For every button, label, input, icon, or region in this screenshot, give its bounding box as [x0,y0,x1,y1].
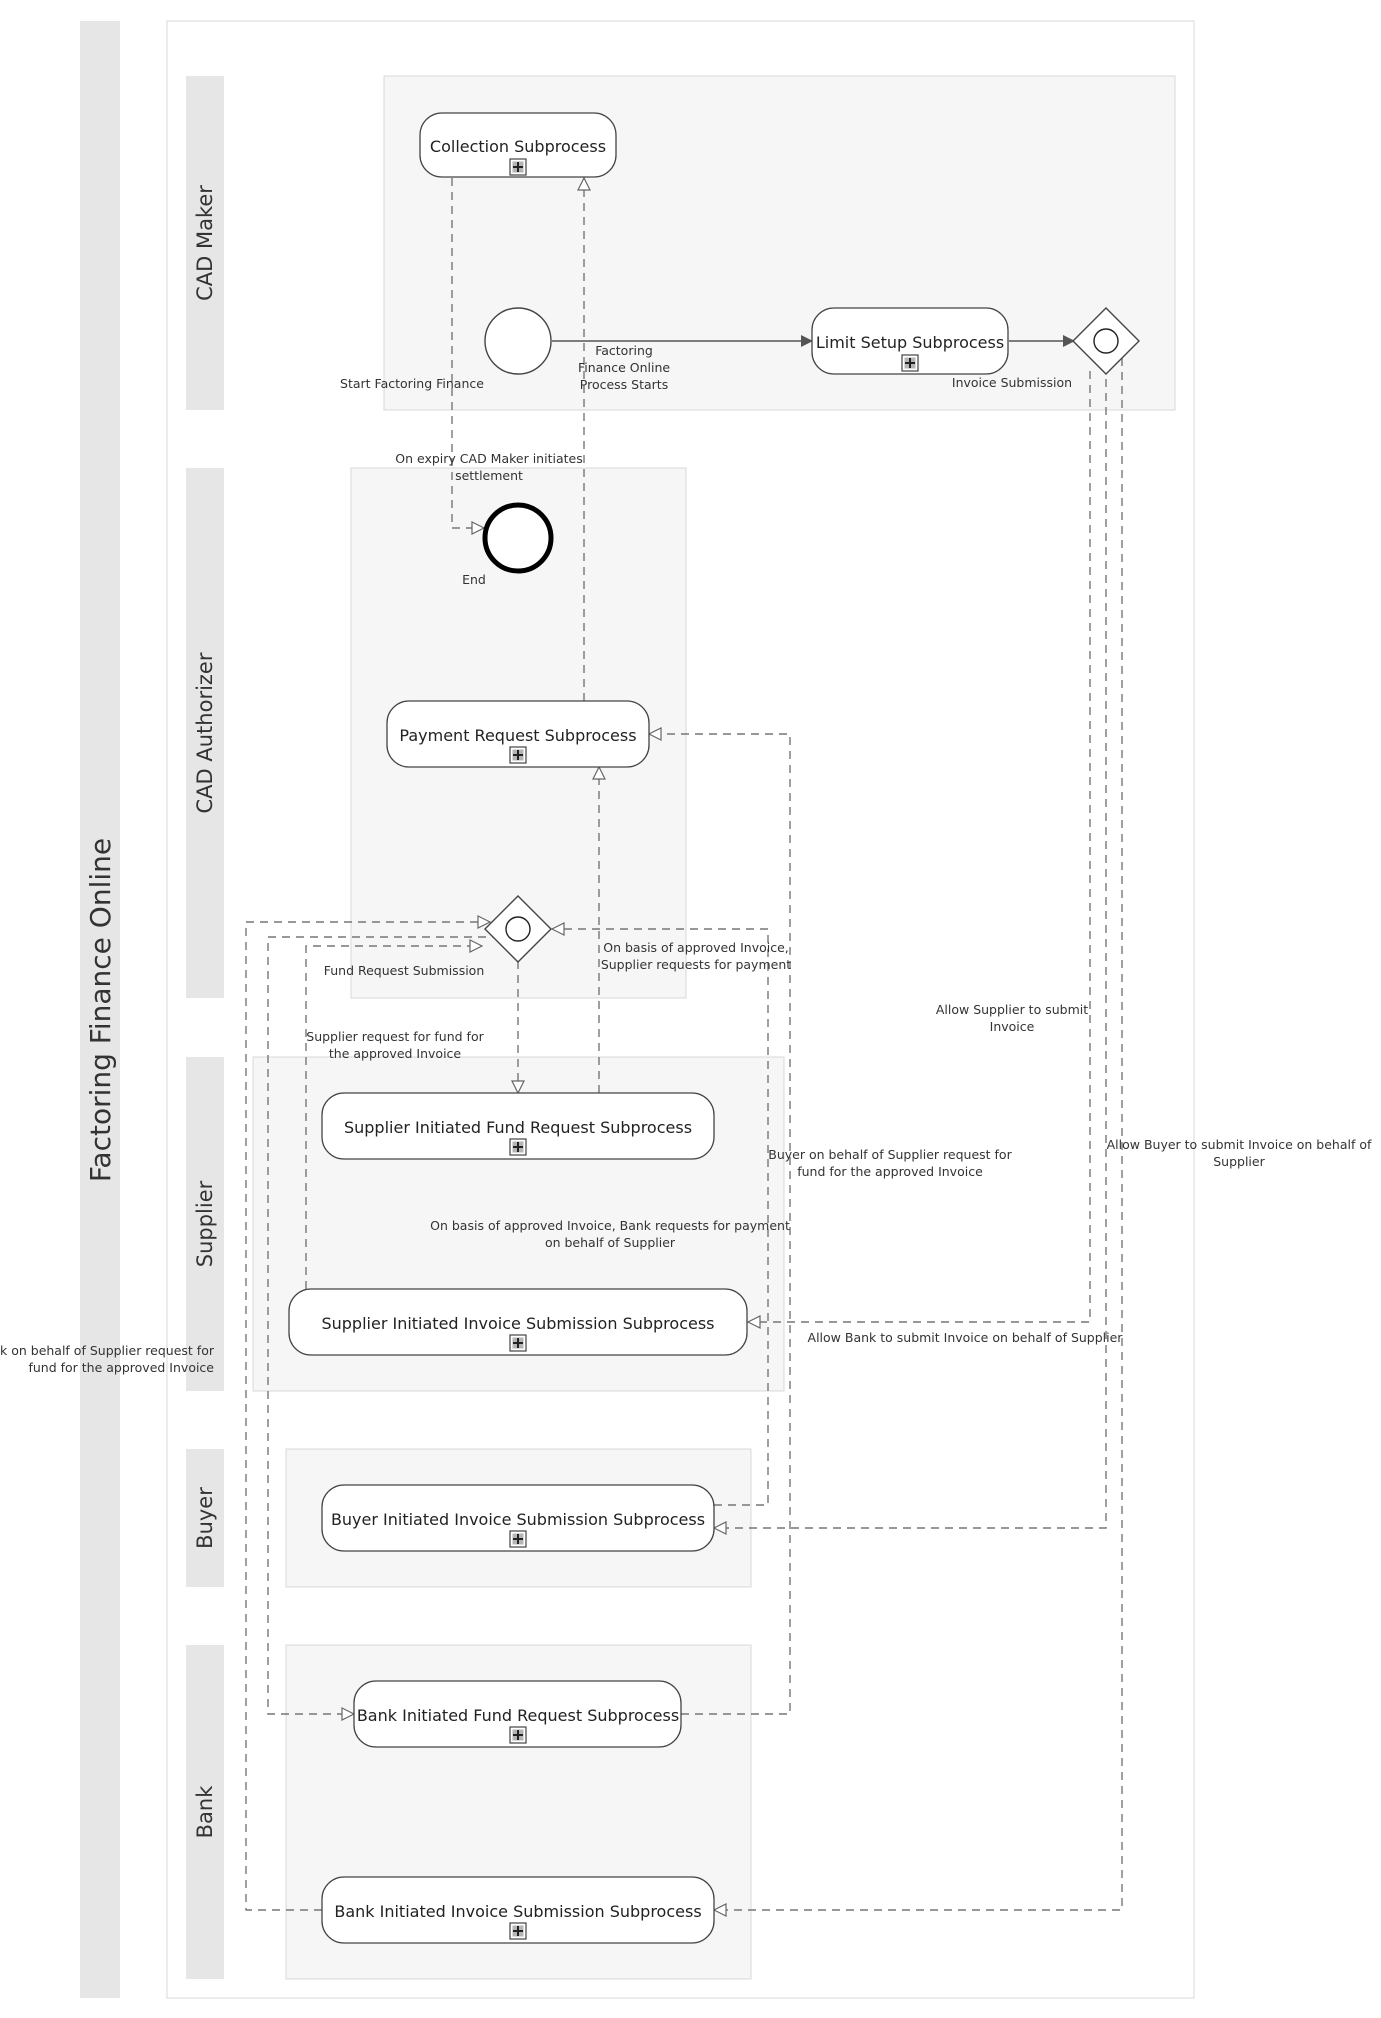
task-label: Buyer Initiated Invoice Submission Subpr… [331,1510,705,1529]
pool-label: Factoring Finance Online [84,838,117,1182]
task-collection-subprocess[interactable]: Collection Subprocess [419,112,617,178]
annotation-buyer-fund: Buyer on behalf of Supplier request for … [768,1147,1012,1179]
gateway-fund-request-submission[interactable] [484,895,552,963]
flow-gateway-to-supplier-invoice [748,371,1091,1322]
collapsed-subprocess-icon [509,1138,527,1156]
pool-header [80,21,120,1998]
task-label: Collection Subprocess [430,137,606,156]
pool-frame [166,20,1195,1999]
lane-label-bank: Bank [193,1785,217,1839]
flow-supplier-invoice-to-fund-gateway [305,946,482,1289]
lane-label-cad-maker: CAD Maker [193,185,217,301]
annotation-allow-supplier: Allow Supplier to submit Invoice [936,1002,1088,1034]
lane-label-supplier: Supplier [193,1180,217,1267]
flow-gateway-to-buyer-invoice [714,365,1107,1528]
flow-collection-to-end [451,178,484,528]
svg-text:Bank on behalf of Supplier req: Bank on behalf of Supplier request for [0,1343,215,1358]
svg-text:fund for the approved Invoice: fund for the approved Invoice [28,1360,214,1375]
svg-text:settlement: settlement [455,468,523,483]
lane-header-buyer [186,1449,224,1587]
svg-text:Supplier requests for payment: Supplier requests for payment [601,957,791,972]
svg-text:on behalf of Supplier: on behalf of Supplier [545,1235,676,1250]
svg-text:On expiry CAD Maker initiates: On expiry CAD Maker initiates [395,451,582,466]
svg-text:Invoice: Invoice [990,1019,1035,1034]
collapsed-subprocess-icon [509,158,527,176]
task-limit-setup-subprocess[interactable]: Limit Setup Subprocess [811,307,1009,375]
annotation-bank-fund: Bank on behalf of Supplier request for f… [0,1343,215,1375]
svg-text:Allow Supplier to submit: Allow Supplier to submit [936,1002,1088,1017]
task-supplier-invoice-submission-subprocess[interactable]: Supplier Initiated Invoice Submission Su… [288,1288,748,1356]
lane-header-cad-maker [186,76,224,410]
svg-text:On basis of approved Invoice,: On basis of approved Invoice, Bank reque… [430,1218,790,1233]
collapsed-subprocess-icon [509,746,527,764]
annotation-bank-payment: On basis of approved Invoice, Bank reque… [430,1218,790,1250]
svg-text:Supplier request for fund for: Supplier request for fund for [306,1029,484,1044]
task-label: Bank Initiated Fund Request Subprocess [357,1706,679,1725]
task-label: Payment Request Subprocess [399,726,636,745]
collapsed-subprocess-icon [901,354,919,372]
task-label: Bank Initiated Invoice Submission Subpro… [334,1902,701,1921]
svg-text:the approved Invoice: the approved Invoice [329,1046,462,1061]
start-event-label: Start Factoring Finance [340,376,484,391]
flow-buyer-invoice-to-fund-gateway [552,929,769,1506]
task-supplier-fund-request-subprocess[interactable]: Supplier Initiated Fund Request Subproce… [321,1092,715,1160]
start-event[interactable] [484,307,552,375]
fund-request-gateway-label: Fund Request Submission [324,963,485,978]
collapsed-subprocess-icon [509,1922,527,1940]
svg-text:Process Starts: Process Starts [580,377,668,392]
task-label: Limit Setup Subprocess [816,333,1004,352]
svg-text:On basis of approved Invoice,: On basis of approved Invoice, [603,940,789,955]
task-buyer-invoice-submission-subprocess[interactable]: Buyer Initiated Invoice Submission Subpr… [321,1484,715,1552]
end-event-label: End [462,572,486,587]
flow-fund-gateway-to-bank-fund [267,936,500,1714]
task-label: Supplier Initiated Fund Request Subproce… [344,1118,692,1137]
task-payment-request-subprocess[interactable]: Payment Request Subprocess [386,700,650,768]
collapsed-subprocess-icon [509,1334,527,1352]
task-label: Supplier Initiated Invoice Submission Su… [321,1314,714,1333]
collapsed-subprocess-icon [509,1726,527,1744]
annotation-allow-buyer: Allow Buyer to submit Invoice on behalf … [1107,1137,1372,1169]
lane-header-cad-authorizer [186,468,224,998]
invoice-submission-gateway-label: Invoice Submission [952,375,1072,390]
end-event[interactable] [482,502,554,574]
svg-text:Allow Buyer to submit Invoice: Allow Buyer to submit Invoice on behalf … [1107,1137,1372,1152]
svg-text:Buyer on behalf of Supplier re: Buyer on behalf of Supplier request for [768,1147,1012,1162]
svg-text:Finance Online: Finance Online [578,360,670,375]
svg-text:Supplier: Supplier [1213,1154,1265,1169]
task-bank-invoice-submission-subprocess[interactable]: Bank Initiated Invoice Submission Subpro… [321,1876,715,1944]
lane-header-bank [186,1645,224,1979]
task-bank-fund-request-subprocess[interactable]: Bank Initiated Fund Request Subprocess [353,1680,682,1748]
annotation-settlement: On expiry CAD Maker initiates settlement [395,451,582,483]
annotation-process-starts: Factoring Finance Online Process Starts [578,343,670,392]
lane-header-supplier [186,1057,224,1391]
annotation-supplier-payment: On basis of approved Invoice, Supplier r… [601,940,791,972]
annotation-supplier-fund: Supplier request for fund for the approv… [306,1029,484,1061]
collapsed-subprocess-icon [509,1530,527,1548]
annotation-allow-bank: Allow Bank to submit Invoice on behalf o… [808,1330,1124,1345]
lane-label-buyer: Buyer [193,1487,217,1549]
lane-label-cad-authorizer: CAD Authorizer [193,652,217,813]
svg-text:fund for the approved Invoice: fund for the approved Invoice [797,1164,983,1179]
svg-text:Factoring: Factoring [595,343,653,358]
gateway-invoice-submission[interactable] [1072,307,1140,375]
flow-gateway-to-bank-invoice [714,358,1123,1910]
